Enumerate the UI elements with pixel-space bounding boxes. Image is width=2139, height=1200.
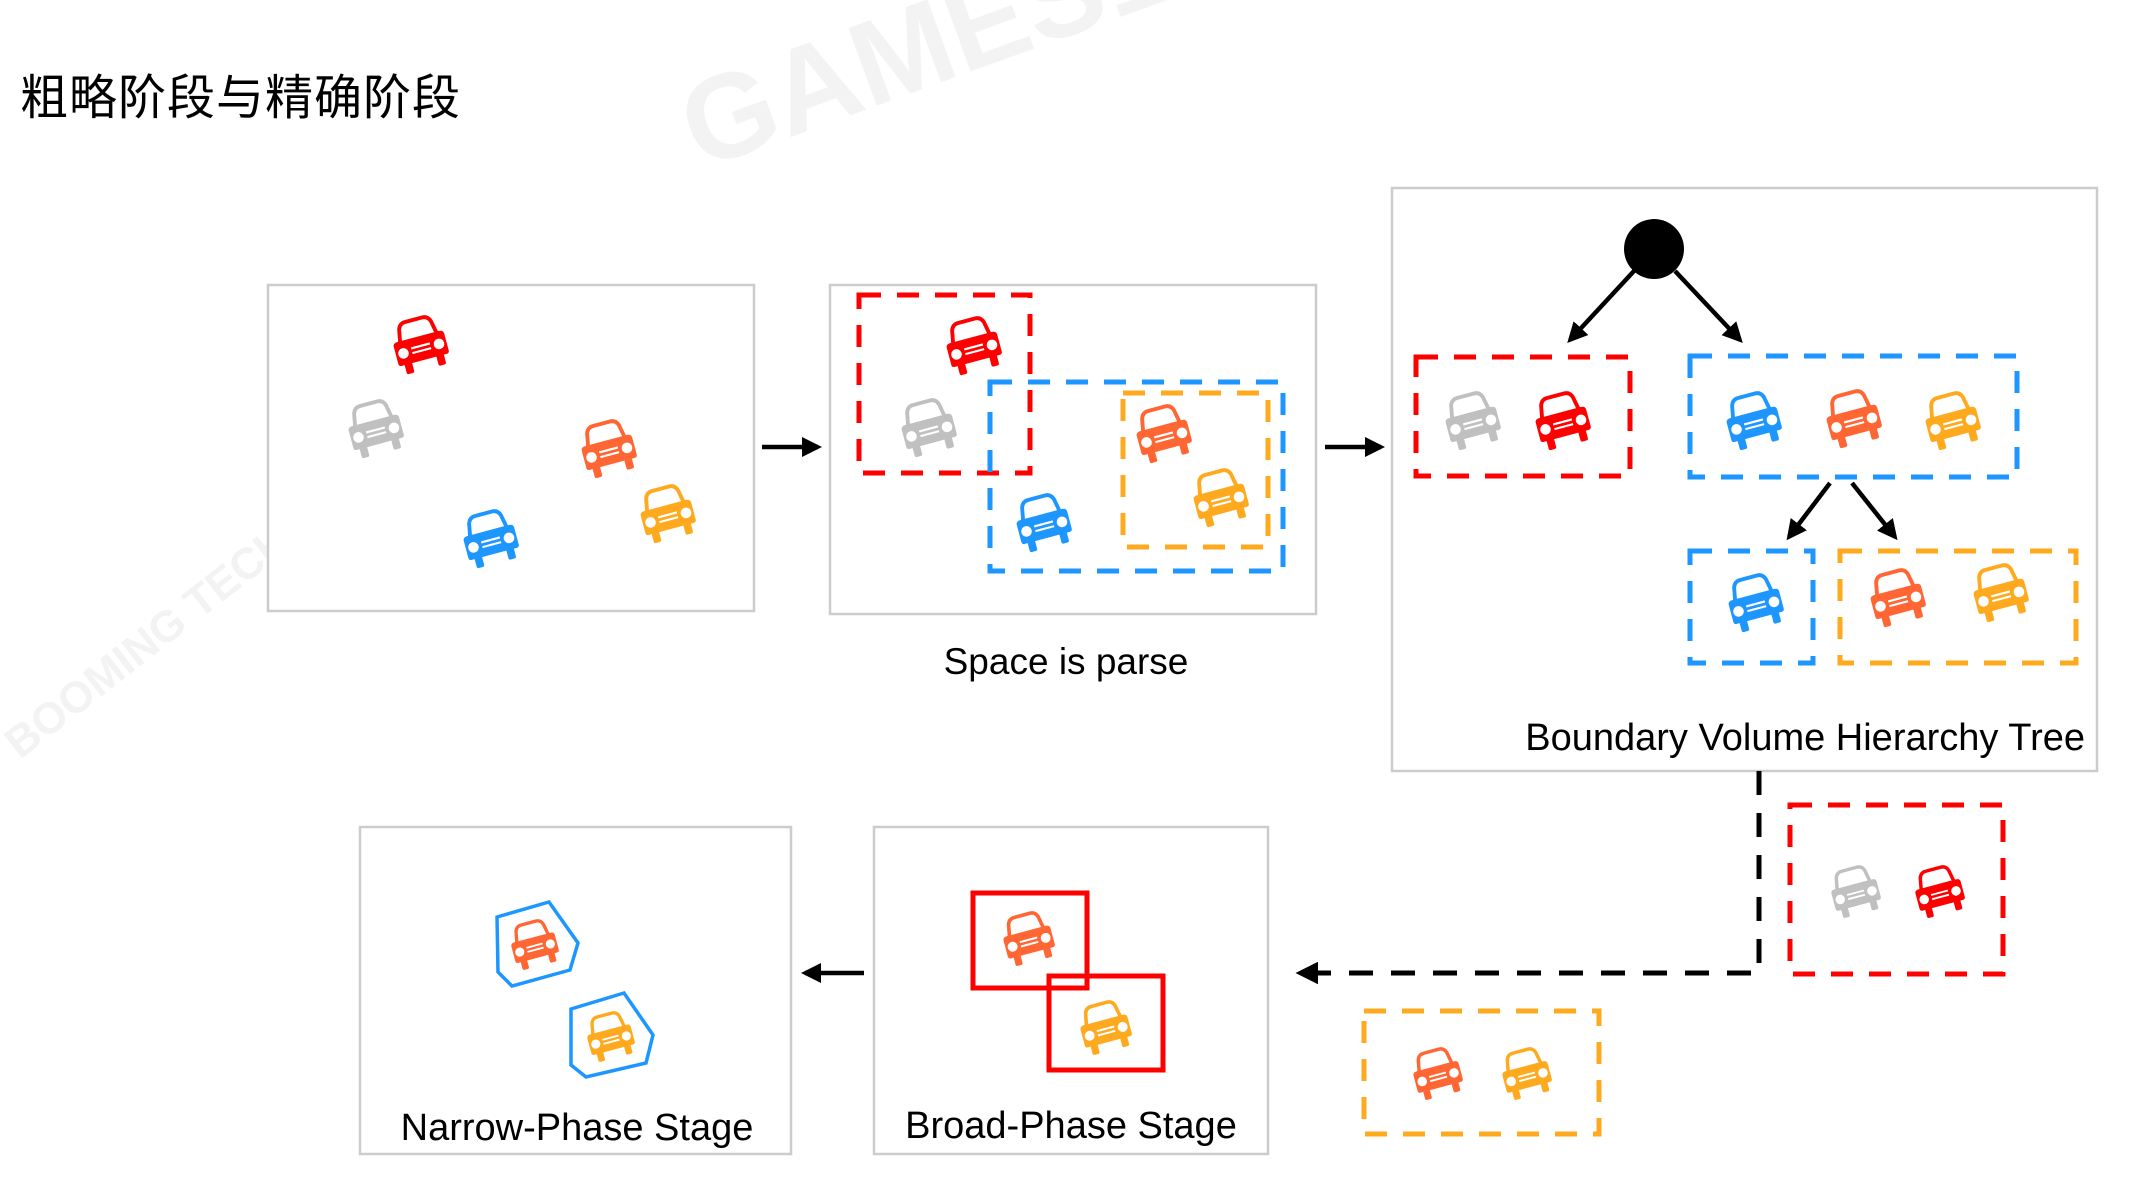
slide-title: 粗略阶段与精确阶段 <box>20 70 462 126</box>
watermark-brand: BOOMING TECH <box>0 516 300 768</box>
panel-initial-scene <box>266 283 756 613</box>
panel-narrow-phase: Narrow-Phase Stage <box>358 825 793 1156</box>
candidate-pair-red <box>1787 802 2006 977</box>
panel-frame <box>828 283 1318 616</box>
aabb-box-yellow <box>1046 973 1166 1073</box>
candidate-pair-yellow <box>1361 1008 1602 1137</box>
panel-frame <box>358 825 793 1156</box>
panel-label: Boundary Volume Hierarchy Tree <box>1525 717 2085 759</box>
candidate-box-yellow <box>1361 1008 1602 1137</box>
car-orange-icon <box>1406 1043 1468 1104</box>
root-node-icon <box>1624 219 1684 279</box>
tree-edge-arrow-icon <box>1567 269 1636 343</box>
convex-hull-yellow <box>569 990 655 1079</box>
panel-bvh-tree: Boundary Volume Hierarchy Tree <box>1390 186 2099 773</box>
bvh-node-blue <box>1687 353 2020 480</box>
panel-space-partition: Space is parse <box>828 283 1318 682</box>
tree-edge-arrow-icon <box>1850 481 1898 541</box>
candidate-box-red <box>1787 802 2006 977</box>
panel-label: Space is parse <box>944 641 1189 682</box>
tree-edge-arrow-icon <box>1786 481 1832 541</box>
convex-hull-orange <box>495 899 580 988</box>
panel-frame <box>1390 186 2099 773</box>
watermark-course: GAMES104 <box>663 0 1311 194</box>
aabb-box-orange <box>970 890 1090 991</box>
panel-frame <box>266 283 756 613</box>
bounding-box-red <box>856 292 1033 476</box>
car-gray-icon <box>1824 861 1886 922</box>
panel-broad-phase: Broad-Phase Stage <box>872 825 1270 1156</box>
bvh-node-red <box>1413 354 1633 479</box>
dashed-connector-arrow-icon <box>1295 771 1762 985</box>
car-yellow-icon <box>1495 1043 1557 1104</box>
car-red-icon <box>1908 861 1970 922</box>
tree-edge-arrow-icon <box>1673 269 1743 343</box>
bounding-box-blue <box>987 379 1286 574</box>
panel-label: Broad-Phase Stage <box>905 1105 1237 1147</box>
bvh-node-yellow-leaf <box>1837 548 2079 666</box>
panel-label: Narrow-Phase Stage <box>401 1107 754 1149</box>
